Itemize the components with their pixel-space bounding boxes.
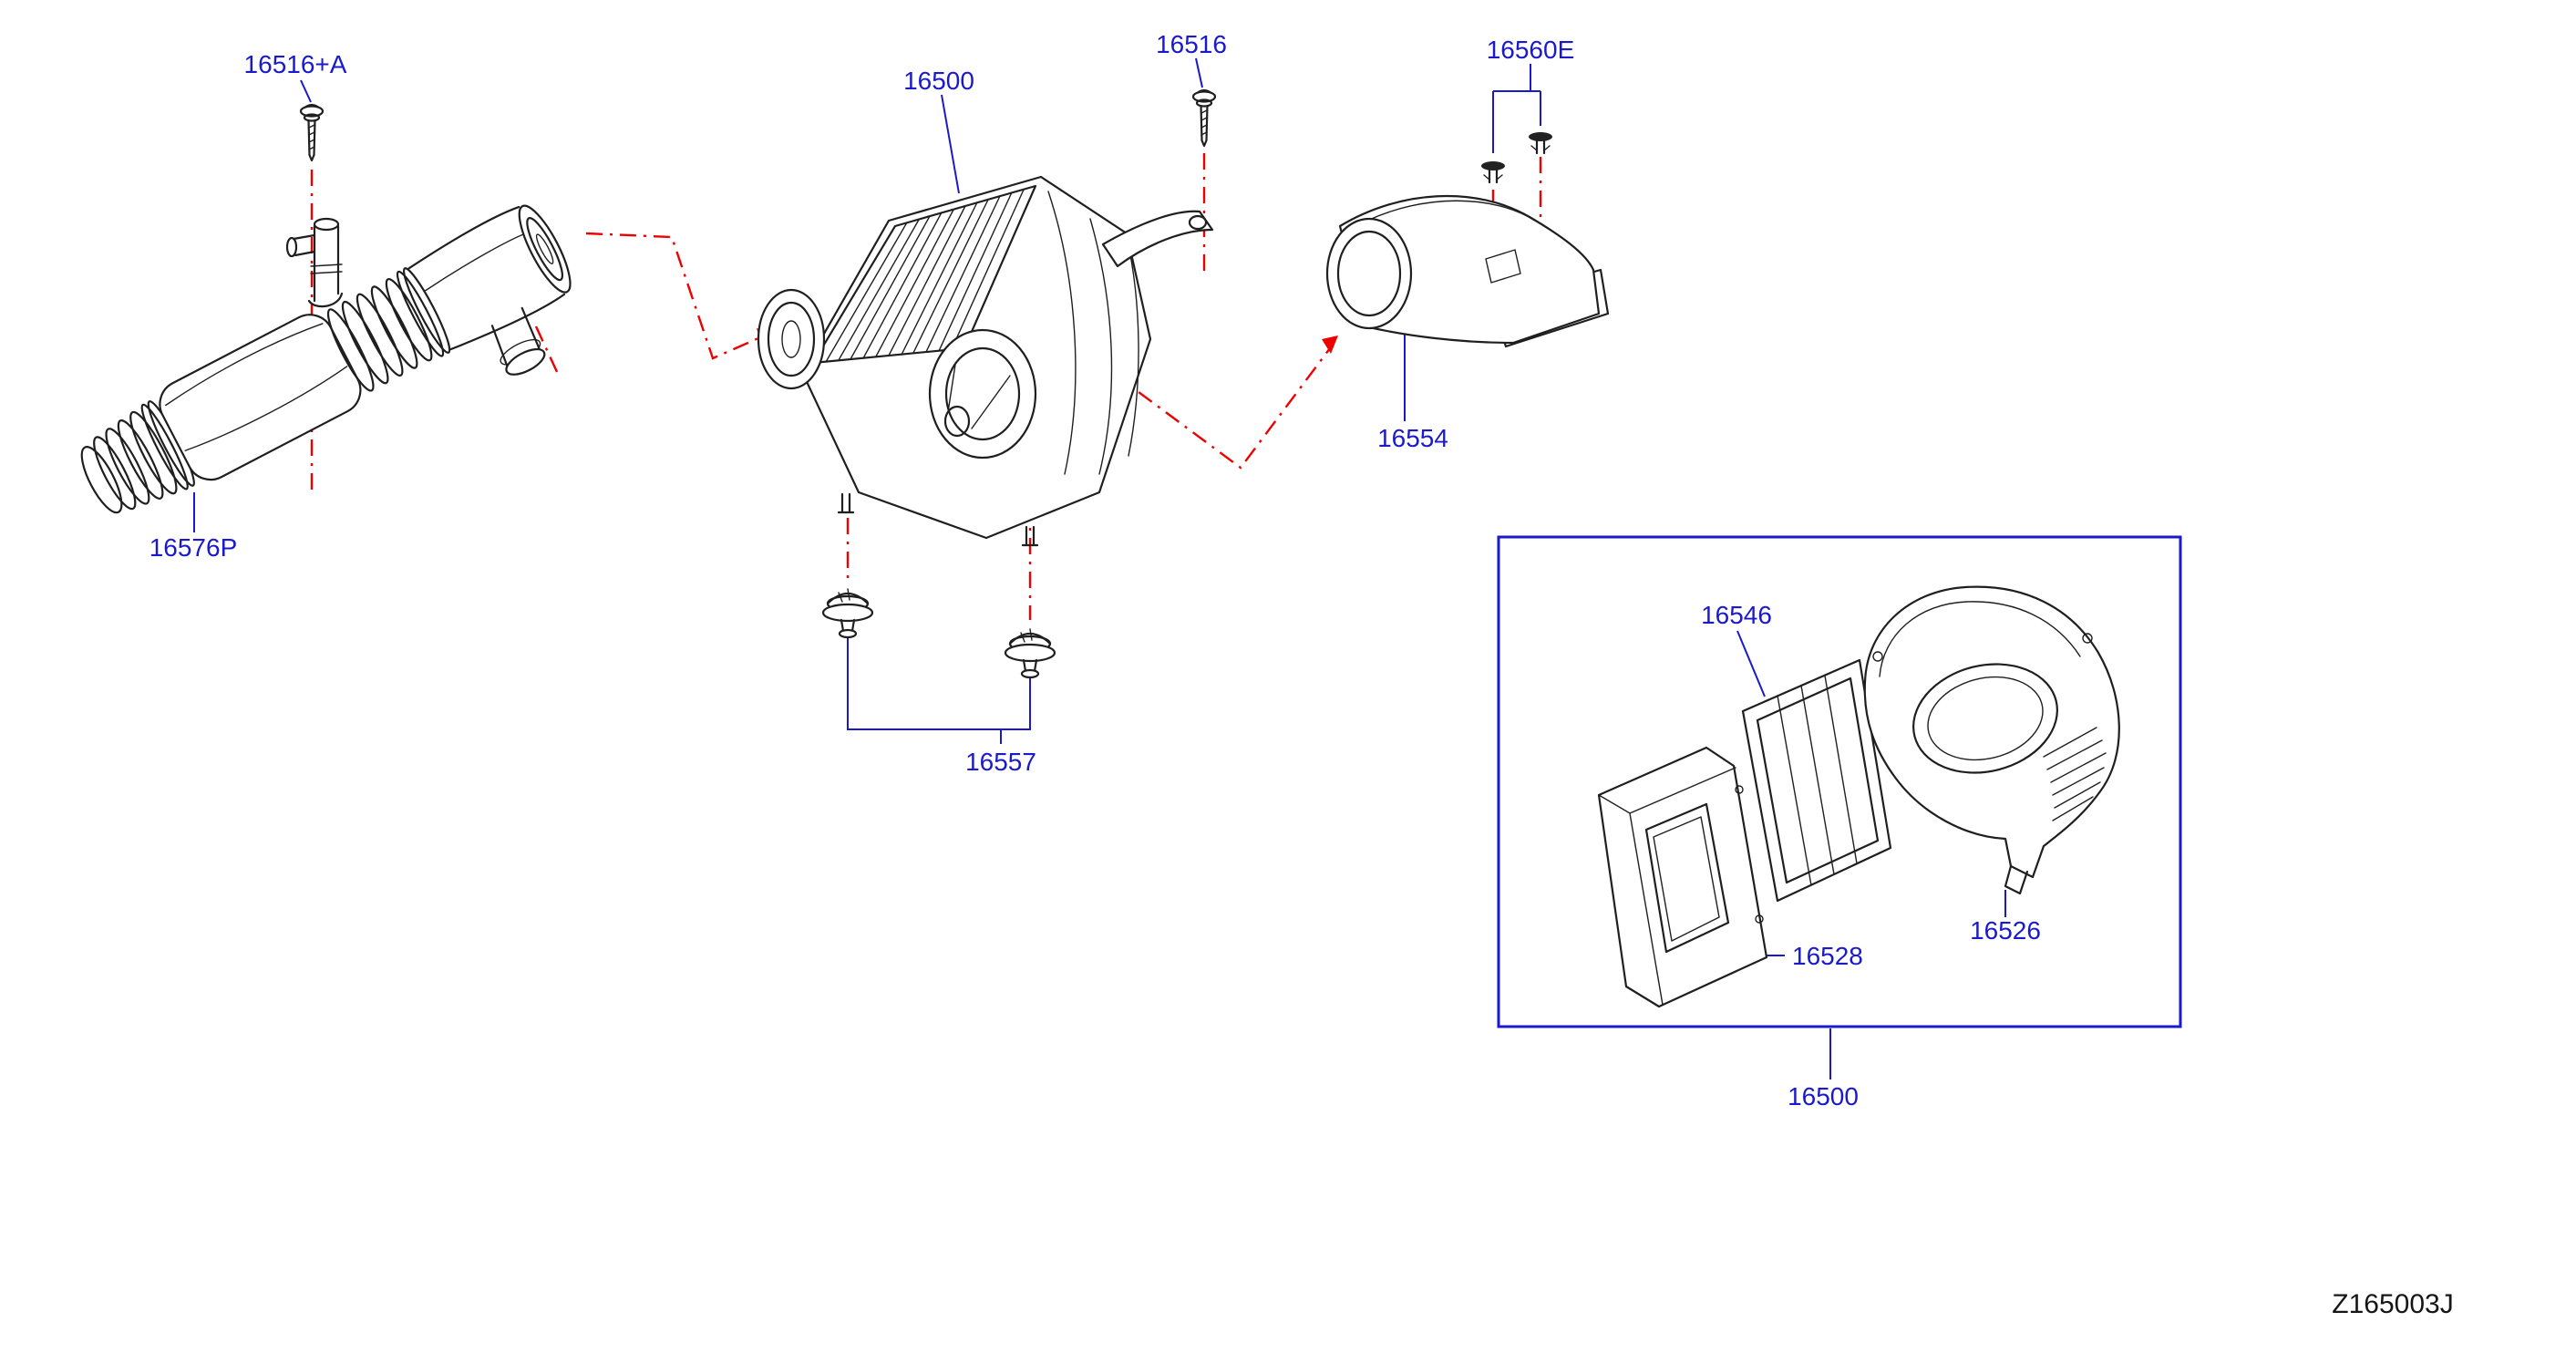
air-intake-duct	[1325, 194, 1610, 348]
hose-clamp	[396, 267, 451, 357]
blue-leader-lines	[193, 57, 2006, 1079]
label-line-16516	[1195, 57, 1203, 88]
case-opening	[1912, 663, 2058, 774]
part-label-16528[interactable]: 16528	[1792, 942, 1863, 970]
detail-box	[1497, 535, 2182, 1028]
part-labels: 16516+A 16500 16516 16560E 16554 16576P …	[149, 30, 2041, 1110]
leader-port-mark	[534, 325, 560, 375]
label-line-16560e	[1492, 64, 1541, 153]
part-label-16546[interactable]: 16546	[1701, 601, 1772, 629]
screw-16516a	[299, 103, 325, 162]
air-cleaner-cover-16528	[1597, 746, 1768, 1008]
part-label-16557[interactable]: 16557	[965, 748, 1036, 776]
part-label-16500-top[interactable]: 16500	[903, 67, 974, 95]
air-cleaner-housing	[757, 175, 1214, 547]
clip-16560e-left	[1481, 161, 1505, 184]
housing-lid-ribs	[825, 189, 1025, 363]
housing-side-contours	[1047, 191, 1139, 475]
case-bracket-leg	[2004, 864, 2029, 895]
part-label-16576p[interactable]: 16576P	[149, 533, 238, 562]
clip-16560e-right	[1529, 132, 1552, 155]
screw-16516	[1191, 88, 1217, 148]
resonator-body	[159, 314, 362, 481]
label-line-16557	[847, 638, 1031, 744]
duct-body	[1338, 194, 1601, 345]
housing-inlet-horn	[757, 288, 826, 390]
label-line-16546	[1736, 630, 1766, 697]
leader-hose-to-cleaner	[585, 232, 759, 360]
part-label-16500-box[interactable]: 16500	[1788, 1082, 1859, 1110]
housing-center-port	[928, 328, 1037, 460]
grommet-left	[821, 588, 874, 639]
part-label-16560e[interactable]: 16560E	[1487, 36, 1575, 64]
air-filter-element-16546	[1741, 658, 1892, 903]
arrowhead	[1322, 336, 1338, 354]
part-label-16516a[interactable]: 16516+A	[244, 50, 347, 78]
part-label-16516[interactable]: 16516	[1156, 30, 1227, 58]
hose-bottom-port	[490, 306, 546, 376]
part-label-16526[interactable]: 16526	[1970, 916, 2041, 945]
air-cleaner-case-16526	[1863, 585, 2120, 895]
grommet-right	[1004, 628, 1056, 679]
housing-bottom-studs	[837, 492, 1039, 547]
duct-opening	[1325, 217, 1413, 330]
filter-pleat-lines	[1777, 675, 1858, 886]
housing-lid-outline	[811, 184, 1037, 365]
drawing-code: Z165003J	[2332, 1289, 2453, 1319]
case-ribs	[2043, 727, 2107, 821]
housing-mount-bracket	[1101, 210, 1214, 268]
part-label-16554[interactable]: 16554	[1377, 424, 1448, 452]
hose-end-cuff	[80, 410, 178, 514]
label-line-16500-top	[941, 94, 960, 194]
hose-elbow-fitting	[285, 217, 344, 308]
label-line-16516a	[300, 79, 312, 103]
hose-outlet-tube	[407, 204, 572, 351]
air-intake-hose-assembly	[80, 204, 572, 514]
